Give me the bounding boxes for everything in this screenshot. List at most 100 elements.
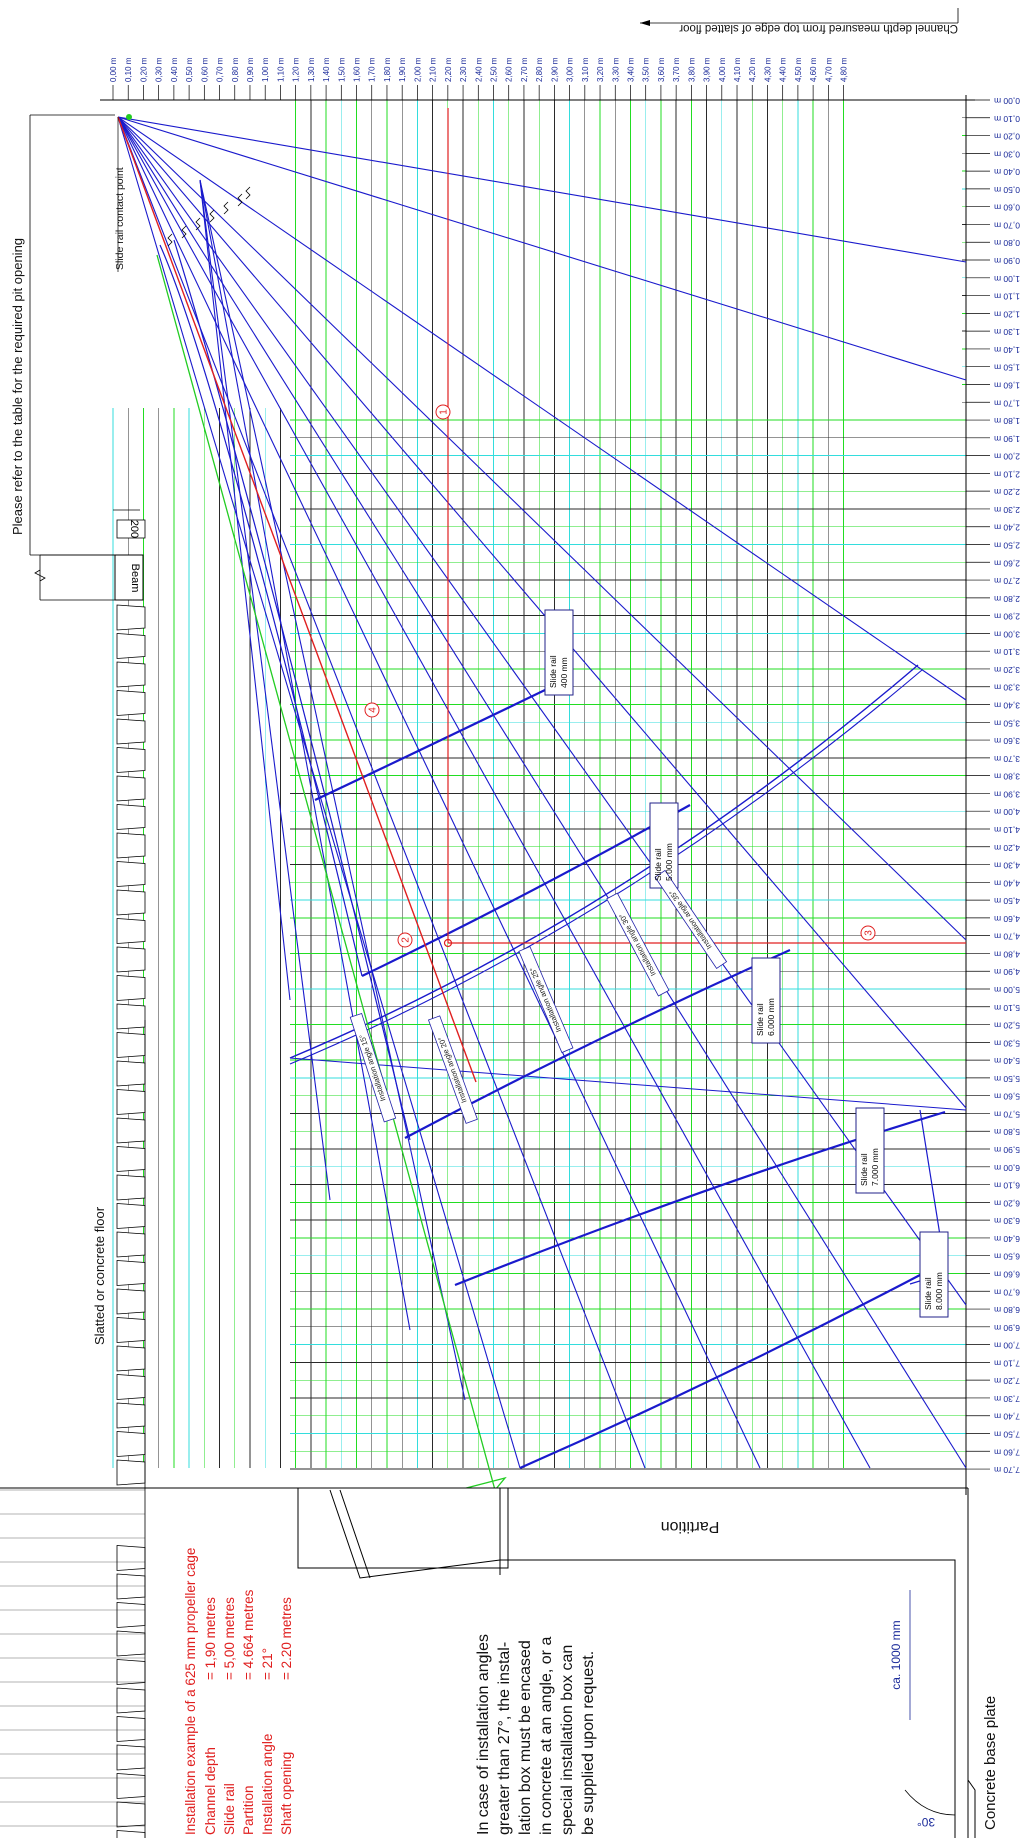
- floor-label: 2,40 m: [994, 523, 1020, 533]
- floor-slat: [116, 1687, 146, 1714]
- angle-break-mark: [181, 225, 187, 239]
- angle-arc-outer: [289, 664, 919, 1059]
- floor-label: 2,00 m: [994, 452, 1020, 462]
- floor-label: 1,20 m: [994, 309, 1020, 319]
- rail-line: [117, 116, 871, 1469]
- angle-break-mark: [167, 233, 173, 247]
- marker-circle: [860, 925, 876, 941]
- depth-label: 4,80 m: [840, 57, 849, 82]
- floor-slat: [116, 1402, 146, 1429]
- example-value: = 5,00 metres: [222, 1597, 237, 1680]
- floor-label: 4,80 m: [994, 949, 1020, 959]
- rail-line: [117, 116, 967, 941]
- floor-label: 3,70 m: [994, 754, 1020, 764]
- rail-box-line2: 6.000 mm: [766, 998, 776, 1036]
- partition-body: [297, 1487, 509, 1569]
- example-value: = 4.664 metres: [241, 1589, 256, 1680]
- slide-rail-arc: [314, 689, 546, 801]
- depth-label: 0,90 m: [246, 57, 255, 82]
- floor-label: 0,80 m: [994, 238, 1020, 248]
- floor-slat: [116, 1203, 146, 1229]
- depth-label: 3,00 m: [566, 57, 575, 82]
- rail-box-line1: Slide rail: [653, 848, 663, 881]
- depth-label: 4,00 m: [718, 57, 727, 82]
- depth-label: 2,40 m: [474, 57, 483, 82]
- floor-label: 0,50 m: [994, 185, 1020, 195]
- beam-label: Beam: [129, 564, 141, 593]
- rail-line: [117, 116, 646, 1469]
- rail-line: [117, 116, 967, 701]
- floor-slat: [116, 1830, 146, 1838]
- floor-label: 1,80 m: [994, 416, 1020, 426]
- floor-slat: [116, 1260, 146, 1286]
- depth-label: 2,50 m: [490, 57, 499, 82]
- floor-slat: [116, 747, 146, 773]
- rail-box: [855, 1107, 885, 1194]
- floor-label: 6,80 m: [994, 1305, 1020, 1315]
- marker-1: 1: [439, 409, 450, 415]
- depth-label: 1,50 m: [337, 57, 346, 82]
- depth-label: 0,40 m: [170, 57, 179, 82]
- depth-label: 1,60 m: [353, 57, 362, 82]
- example-key: Shaft opening: [279, 1752, 294, 1835]
- rail-box-line2: 8.000 mm: [934, 1272, 944, 1310]
- marker-circle: [397, 932, 413, 948]
- floor-label: 4,50 m: [994, 896, 1020, 906]
- floor-label: 6,70 m: [994, 1287, 1020, 1297]
- depth-label: 1,40 m: [322, 57, 331, 82]
- depth-label: 1,00 m: [261, 57, 270, 82]
- floor-slat: [116, 1060, 146, 1087]
- note-line: in concrete at an angle, or a: [538, 1637, 555, 1835]
- floor-label: 0,30 m: [994, 149, 1020, 159]
- angle-label-box: [427, 1015, 478, 1124]
- floor-slat: [116, 1602, 146, 1628]
- floor-slat: [116, 1117, 146, 1144]
- floor-label-text: Slatted or concrete floor: [92, 1206, 107, 1345]
- floor-label: 1,60 m: [994, 380, 1020, 390]
- floor-slat: [116, 1146, 146, 1172]
- rail-box: [751, 957, 781, 1044]
- depth-label: 0,50 m: [185, 57, 194, 82]
- envelope-line: [159, 244, 363, 977]
- angle-break-mark: [195, 217, 201, 231]
- depth-label: 1,90 m: [398, 57, 407, 82]
- depth-label: 1,70 m: [368, 57, 377, 82]
- depth-label: 0,60 m: [200, 57, 209, 82]
- floor-slat: [116, 1545, 146, 1571]
- floor-label: 5,50 m: [994, 1074, 1020, 1084]
- depth-label: 3,80 m: [687, 57, 696, 82]
- floor-slat: [116, 1716, 146, 1742]
- angle-30-label: 30°: [917, 1815, 935, 1829]
- partition-label: Partition: [661, 1518, 720, 1535]
- floor-label: 5,00 m: [994, 985, 1020, 995]
- depth-label: 0,20 m: [139, 57, 148, 82]
- floor-slat: [116, 1801, 146, 1828]
- floor-label: 2,50 m: [994, 541, 1020, 551]
- example-key: Channel depth: [203, 1747, 218, 1835]
- example-key: Installation angle: [260, 1734, 275, 1835]
- example-key: Slide rail: [222, 1783, 237, 1835]
- floor-label: 4,60 m: [994, 914, 1020, 924]
- depth-label: 2,00 m: [413, 57, 422, 82]
- depth-label: 3,20 m: [596, 57, 605, 82]
- beam-break: [34, 569, 46, 582]
- depth-label: 0,70 m: [216, 57, 225, 82]
- depth-label: 0,10 m: [124, 57, 133, 82]
- floor-label: 4,40 m: [994, 878, 1020, 888]
- floor-slat: [116, 1003, 146, 1030]
- floor-label: 2,90 m: [994, 612, 1020, 622]
- floor-slat: [116, 1773, 146, 1799]
- example-value: = 1,90 metres: [203, 1597, 218, 1680]
- title-arrow: [640, 20, 650, 26]
- depth-label: 1,80 m: [383, 57, 392, 82]
- angle-label-box: [654, 869, 728, 969]
- floor-label: 6,50 m: [994, 1252, 1020, 1262]
- floor-label: 5,10 m: [994, 1003, 1020, 1013]
- depth-label: 3,30 m: [611, 57, 620, 82]
- depth-label: 3,10 m: [581, 57, 590, 82]
- angle-30-arc: [904, 1789, 956, 1816]
- depth-label: 2,20 m: [444, 57, 453, 82]
- beam: [114, 554, 144, 601]
- floor-slat: [116, 832, 146, 859]
